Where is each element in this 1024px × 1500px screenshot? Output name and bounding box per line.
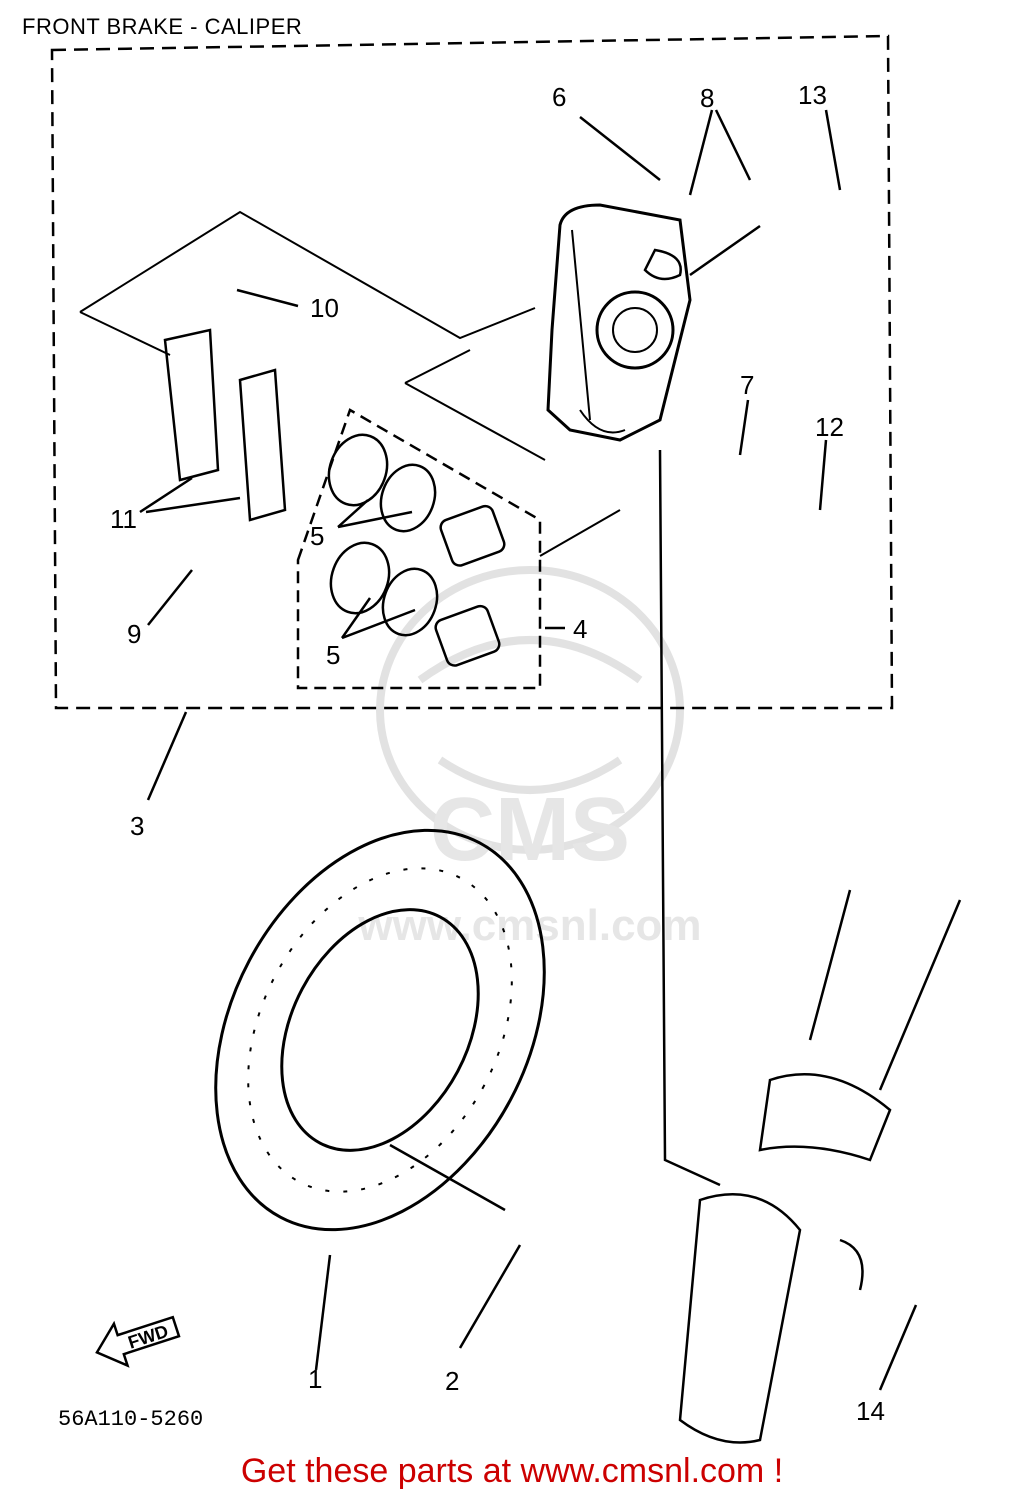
footer-link[interactable]: Get these parts at www.cmsnl.com ! bbox=[240, 1452, 784, 1490]
callout-5-upper: 5 bbox=[310, 521, 324, 551]
watermark-brand: CMS bbox=[430, 780, 630, 880]
callout-12: 12 bbox=[815, 412, 844, 442]
callout-7: 7 bbox=[740, 370, 754, 400]
callout-14: 14 bbox=[856, 1396, 885, 1426]
page-title: FRONT BRAKE - CALIPER bbox=[22, 14, 303, 39]
seal-kit-frame bbox=[296, 408, 542, 690]
piston-upper bbox=[439, 504, 506, 567]
brake-pad-outer bbox=[163, 328, 220, 482]
part-code: 56A110-5260 bbox=[58, 1407, 203, 1432]
assembly-frame bbox=[50, 34, 894, 710]
brake-pad-inner bbox=[238, 368, 287, 522]
fwd-arrow: FWD bbox=[95, 1315, 181, 1368]
front-fork bbox=[678, 889, 962, 1444]
callout-10: 10 bbox=[310, 293, 339, 323]
brake-disc bbox=[214, 828, 546, 1232]
callout-8: 8 bbox=[700, 83, 714, 113]
callout-13: 13 bbox=[798, 80, 827, 110]
callout-9: 9 bbox=[127, 619, 141, 649]
fwd-label: FWD bbox=[126, 1321, 171, 1353]
callout-3: 3 bbox=[130, 811, 144, 841]
callout-4: 4 bbox=[573, 614, 587, 644]
piston-lower bbox=[434, 604, 501, 667]
callout-1: 1 bbox=[308, 1364, 322, 1394]
callout-2: 2 bbox=[445, 1366, 459, 1396]
callout-5-lower: 5 bbox=[326, 640, 340, 670]
callout-11: 11 bbox=[110, 504, 137, 534]
callout-6: 6 bbox=[552, 82, 566, 112]
caliper-body bbox=[546, 203, 692, 442]
